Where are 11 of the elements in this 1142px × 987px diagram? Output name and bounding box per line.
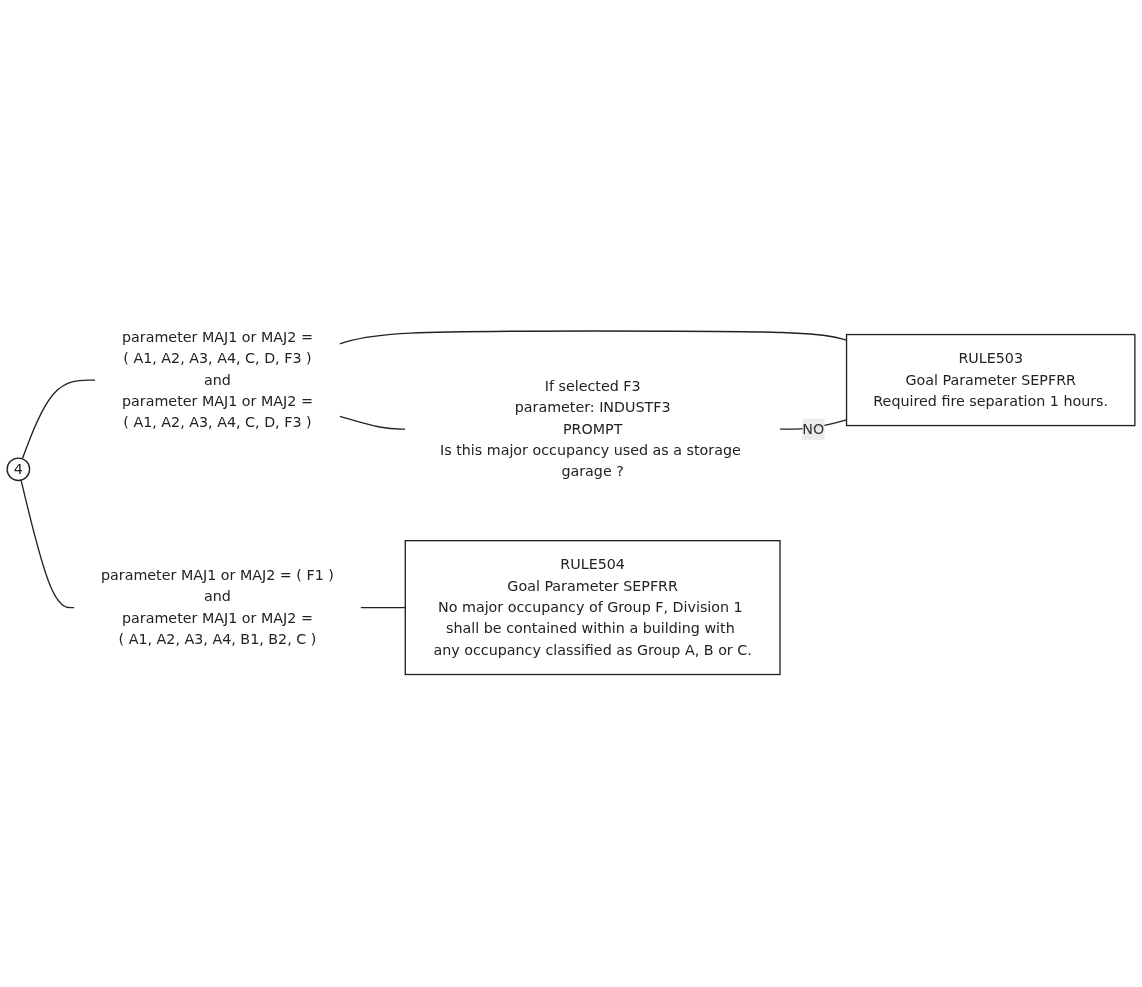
connector <box>21 379 96 460</box>
node-circle: 4 <box>6 457 31 481</box>
node-box: RULE504 Goal Parameter SEPFRR No major occupancy of Group F, Division 1 shall be contained within a building with any occupancy classified as Group A, B or C. <box>404 539 781 675</box>
connector <box>338 415 406 430</box>
node-text: parameter MAJ1 or MAJ2 = ( A1, A2, A3, A4, C, D, F3 ) and parameter MAJ1 or MAJ2 = ( A1, A2, A3, A4, C, D, F3 ) <box>122 327 313 431</box>
node-text: If selected F3 parameter: INDUSTF3 PROMPT Is this major occupancy used as a storage garage ? <box>439 377 741 480</box>
node-text: parameter MAJ1 or MAJ2 = ( F1 ) and parameter MAJ1 or MAJ2 = ( A1, A2, A3, A4, B1, B2, C ) <box>101 566 334 648</box>
connector <box>20 479 75 608</box>
edge-label: NO <box>802 419 825 437</box>
node-box: RULE503 Goal Parameter SEPFRR Required fire separation 1 hours. <box>845 333 1136 426</box>
connector <box>360 606 406 608</box>
